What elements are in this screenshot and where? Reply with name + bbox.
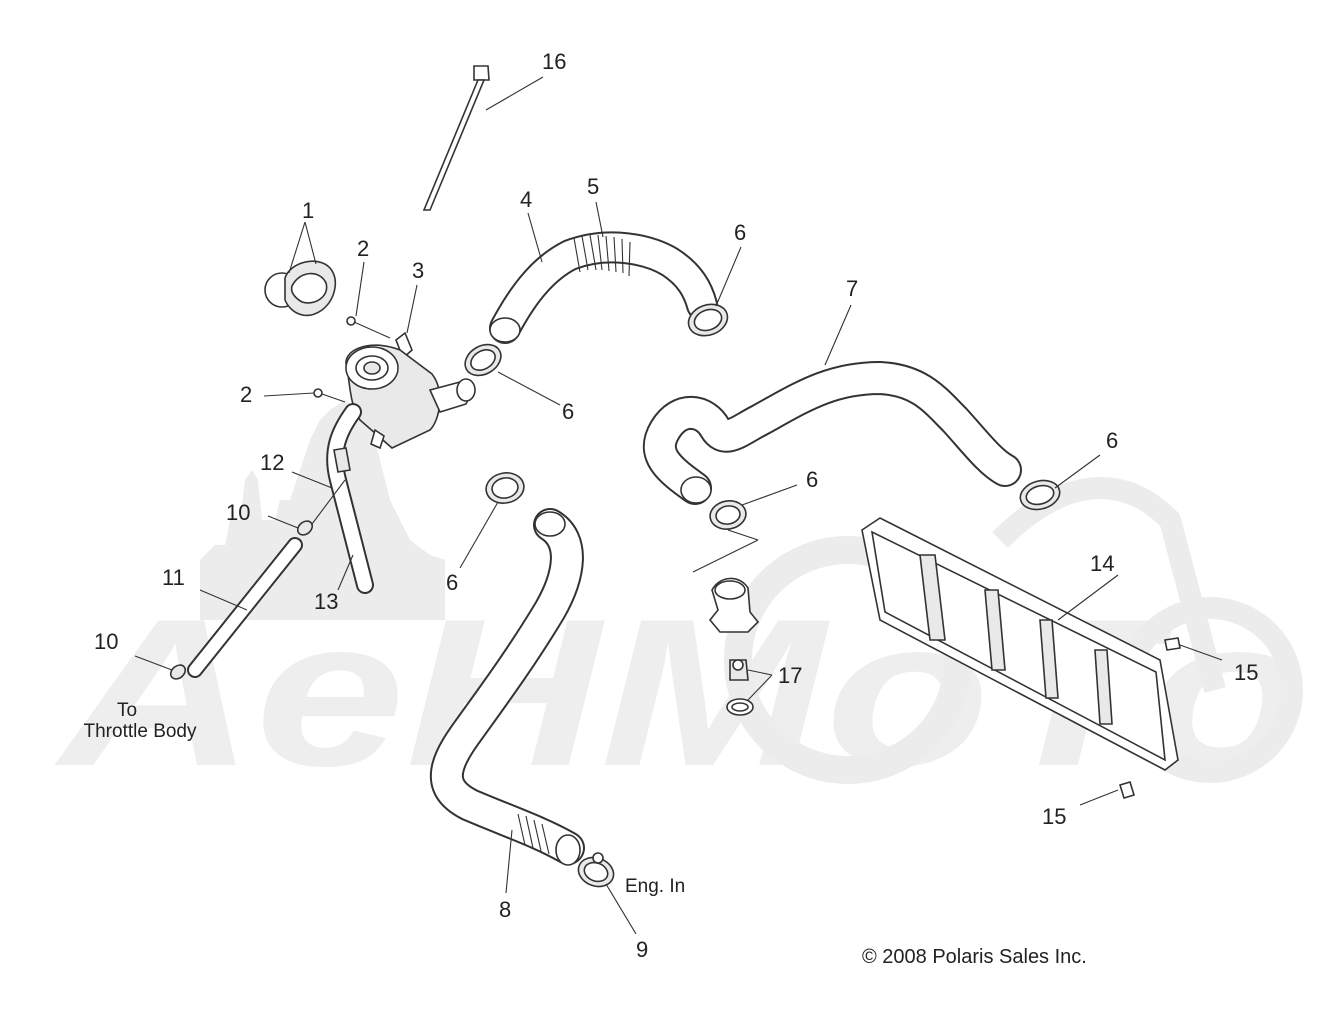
part-3-reservoir: [345, 284, 476, 450]
note-throttle-body: Throttle Body: [84, 721, 197, 742]
part-11-tube: [187, 537, 303, 678]
callout-2a: 2: [357, 236, 369, 261]
callout-5: 5: [587, 174, 599, 199]
callout-15b: 15: [1042, 804, 1066, 829]
callout-15a: 15: [1234, 660, 1258, 685]
part-6-clamps: [459, 246, 1101, 569]
part-13-hose: [326, 403, 374, 594]
callout-9: 9: [636, 937, 648, 962]
part-thermostat-housing: [692, 529, 760, 633]
callout-8: 8: [499, 897, 511, 922]
callout-3: 3: [412, 258, 424, 283]
callout-6b: 6: [562, 399, 574, 424]
part-17-thermostat: [726, 659, 773, 716]
callout-2b: 2: [240, 382, 252, 407]
callout-6d: 6: [1106, 428, 1118, 453]
callout-16: 16: [542, 49, 566, 74]
callout-4: 4: [520, 187, 532, 212]
note-eng-in: Eng. In: [625, 876, 685, 897]
copyright: © 2008 Polaris Sales Inc.: [862, 946, 1087, 968]
part-16-strap: [422, 65, 544, 211]
watermark-bike-frame: [992, 477, 1226, 693]
part-14-shroud: [861, 517, 1179, 771]
callout-14: 14: [1090, 551, 1114, 576]
callout-13: 13: [314, 589, 338, 614]
callout-6c: 6: [446, 570, 458, 595]
part-2-screws: [263, 261, 391, 403]
callout-10b: 10: [94, 629, 118, 654]
callout-7: 7: [846, 276, 858, 301]
annotations: To Throttle Body Eng. In © 2008 Polaris …: [84, 700, 1087, 968]
callout-6e: 6: [806, 467, 818, 492]
part-1-cap: [264, 221, 337, 317]
part-15-fasteners: [1079, 637, 1223, 806]
callout-6a: 6: [734, 220, 746, 245]
callout-17: 17: [778, 663, 802, 688]
part-4-5-upper-hose: [489, 201, 718, 344]
part-7-radiator-hose: [642, 304, 1022, 505]
part-10-clamps: [134, 515, 314, 680]
callout-10a: 10: [226, 500, 250, 525]
callout-12: 12: [260, 450, 284, 475]
part-9-clamp: [577, 852, 637, 935]
part-12-clip: [291, 447, 351, 525]
part-8-lower-hose: [429, 508, 585, 894]
callouts: 1 2 2 3 4 5 6 6 6 6 6 7 8 9 10 10 11 12 …: [94, 49, 1258, 962]
note-to: To: [117, 700, 137, 721]
callout-11: 11: [162, 565, 185, 590]
watermark: AeHMoTo: [54, 400, 1310, 810]
callout-1: 1: [302, 198, 314, 223]
